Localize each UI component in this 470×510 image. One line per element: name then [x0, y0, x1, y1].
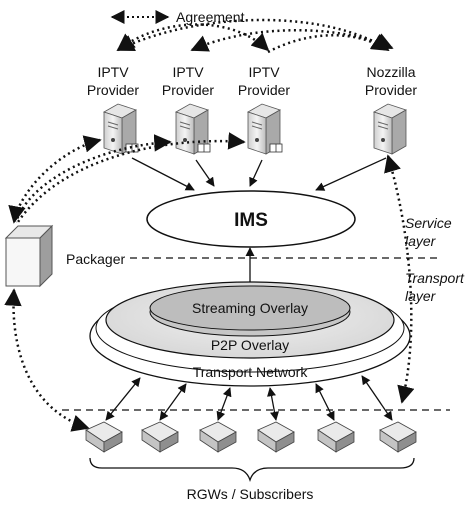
agreement-arc-iptv1-nozzilla: [116, 18, 390, 52]
subscriber-brace: [89, 457, 415, 483]
layer-labels: Service layer Transport layer: [405, 215, 465, 304]
ims-node: IMS: [146, 190, 356, 248]
provider-3-line1: IPTV: [248, 64, 280, 80]
agreement-arcs: [116, 18, 394, 54]
packager-links: [4, 132, 415, 432]
provider-to-ims-arrows: [131, 157, 387, 191]
rgw-icon: [141, 421, 179, 453]
agreement-arc-iptv3-nozzilla: [267, 34, 390, 54]
subscribers-label: RGWs / Subscribers: [187, 486, 314, 502]
server-icon: [175, 103, 211, 155]
agreement-arc-iptv2-nozzilla: [190, 29, 394, 52]
transport-layer-line1: Transport: [405, 270, 465, 286]
rgw-icon: [317, 421, 355, 453]
rgw-arrows: [105, 375, 393, 421]
server-icon: [103, 103, 139, 155]
service-layer-line2: layer: [405, 233, 437, 249]
streaming-overlay-label: Streaming Overlay: [192, 300, 308, 316]
provider-1-line1: IPTV: [97, 64, 129, 80]
streaming-overlay-ellipse: [149, 285, 351, 331]
legend-label: Agreement: [176, 9, 245, 25]
server-icon: [247, 103, 283, 155]
server-icon: [373, 103, 407, 155]
packager-label: Packager: [66, 251, 125, 267]
provider-labels: IPTV Provider IPTV Provider IPTV Provide…: [87, 64, 417, 98]
agreement-arc-iptv1-iptv3: [116, 23, 270, 52]
provider-1-line2: Provider: [87, 82, 139, 98]
rgw-icon: [379, 421, 417, 453]
ims-label: IMS: [234, 210, 268, 231]
packager-box: [4, 224, 54, 288]
transport-network-label: Transport Network: [193, 364, 309, 380]
transport-layer-line2: layer: [405, 288, 437, 304]
provider-2-line1: IPTV: [172, 64, 204, 80]
provider-3-line2: Provider: [238, 82, 290, 98]
p2p-overlay-label: P2P Overlay: [211, 337, 289, 353]
overlay-stack: Streaming Overlay P2P Overlay Transport …: [89, 281, 411, 387]
provider-4-line1: Nozzilla: [366, 64, 415, 80]
provider-4-line2: Provider: [365, 82, 417, 98]
rgw-icon: [85, 421, 123, 453]
legend: Agreement: [110, 9, 245, 25]
provider-2-line2: Provider: [162, 82, 214, 98]
rgw-icon: [257, 421, 295, 453]
rgw-icon: [199, 421, 237, 453]
service-layer-line1: Service: [405, 215, 452, 231]
